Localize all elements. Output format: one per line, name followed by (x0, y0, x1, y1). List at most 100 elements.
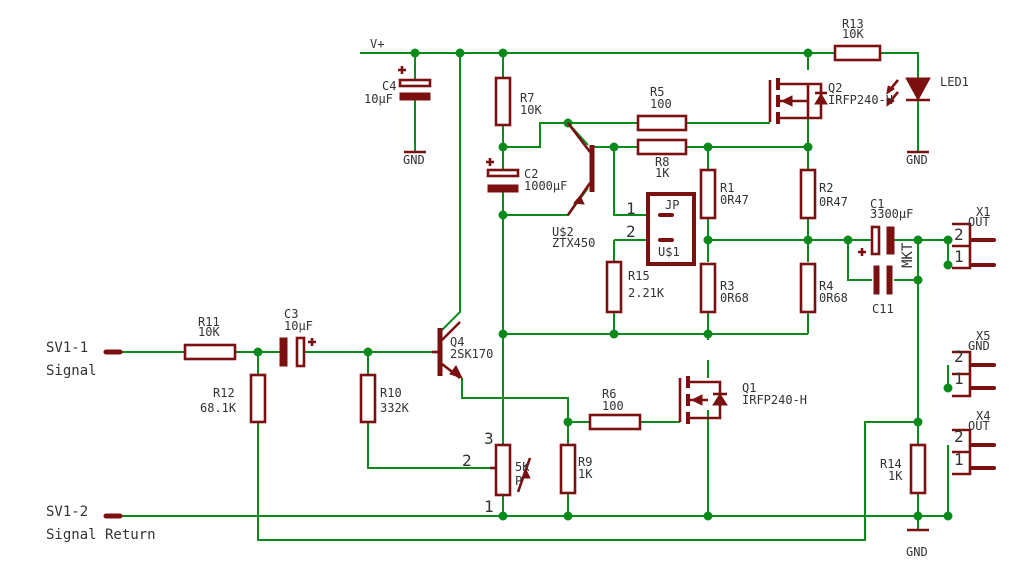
r4-value: 0R68 (819, 291, 848, 305)
sv1-1-desc: Signal (46, 363, 97, 379)
capacitor-c11: C11 MKT (872, 242, 916, 316)
gnd-label-r14: GND (906, 545, 928, 559)
c1-name: C1 (870, 197, 884, 211)
sv1-2-name: SV1-2 (46, 504, 88, 520)
r2-name: R2 (819, 181, 833, 195)
r15-value: 2.21K (628, 286, 665, 300)
r5-name: R5 (650, 85, 664, 99)
resistor-r14: R14 1K (880, 443, 927, 495)
x4-name: X4 (976, 409, 990, 423)
connector-sv1-1: SV1-1 Signal (46, 340, 123, 379)
jp-name: JP (665, 198, 679, 212)
r8-name: R8 (655, 155, 669, 169)
u2-value: ZTX450 (552, 236, 595, 250)
junctions (253, 48, 953, 521)
potentiometer-p1: 3 2 1 5K P (462, 429, 532, 516)
c2-value: 1000µF (524, 179, 567, 193)
p1-value: 5K (515, 460, 530, 474)
q2-name: Q2 (828, 81, 842, 95)
resistor-r5: R5 100 (636, 85, 688, 132)
q4-value: 2SK170 (450, 347, 493, 361)
x5-pin-1: 1 (954, 369, 964, 388)
led-led1: LED1 (886, 75, 969, 107)
transistor-u2: U$2 ZTX450 (552, 122, 595, 250)
x4-pin: OUT (968, 419, 990, 433)
mosfet-q2: Q2 IRFP240-H (768, 78, 893, 124)
connector-sv1-2: SV1-2 Signal Return (46, 504, 156, 543)
c11-value: MKT (900, 242, 916, 268)
q1-name: Q1 (742, 381, 756, 395)
c1-value: 3300µF (870, 207, 913, 221)
r12-value: 68.1K (200, 401, 237, 415)
supply-label: V+ (370, 37, 384, 51)
r1-name: R1 (720, 181, 734, 195)
x5-pin: GND (968, 339, 990, 353)
resistor-r12: R12 68.1K (200, 373, 267, 424)
p1-pin-2: 2 (462, 451, 472, 470)
jp-ref: U$1 (658, 245, 680, 259)
c2-name: C2 (524, 167, 538, 181)
resistor-r1: R1 0R47 (699, 168, 749, 220)
x1-pin: OUT (968, 215, 990, 229)
capacitor-c4: C4 10µF (364, 66, 432, 106)
r14-name: R14 (880, 457, 902, 471)
jumper-jp: JP U$1 1 2 (626, 192, 696, 266)
c4-name: C4 (382, 79, 396, 93)
led1-name: LED1 (940, 75, 969, 89)
resistor-r13: R13 10K (833, 17, 882, 62)
r3-value: 0R68 (720, 291, 749, 305)
jp-pin-2: 2 (626, 222, 636, 241)
r6-name: R6 (602, 387, 616, 401)
r10-value: 332K (380, 401, 410, 415)
mosfet-q1: Q1 IRFP240-H (678, 376, 807, 424)
x4-pin-1: 1 (954, 450, 964, 469)
p1-ref: P (515, 474, 522, 488)
connector-x1: X1 OUT 2 1 (952, 205, 996, 270)
resistor-r7: R7 10K (494, 76, 542, 127)
p1-pin-1: 1 (484, 497, 494, 516)
r9-value: 1K (578, 467, 593, 481)
r13-value: 10K (842, 27, 864, 41)
x4-pin-2: 2 (954, 427, 964, 446)
q1-value: IRFP240-H (742, 393, 807, 407)
r11-name: R11 (198, 315, 220, 329)
x5-pin-2: 2 (954, 347, 964, 366)
resistor-r2: R2 0R47 (799, 168, 848, 220)
resistor-r10: R10 332K (359, 373, 410, 424)
c3-name: C3 (284, 307, 298, 321)
gnd-label-c4: GND (403, 153, 425, 167)
jp-pin-1: 1 (626, 199, 636, 218)
r7-value: 10K (520, 103, 542, 117)
connector-x4: X4 OUT 2 1 (952, 409, 996, 476)
r14-value: 1K (888, 469, 903, 483)
resistor-r11: R11 10K (183, 315, 237, 361)
r15-name: R15 (628, 269, 650, 283)
x5-name: X5 (976, 329, 990, 343)
resistor-r9: R9 1K (559, 443, 593, 495)
r11-value: 10K (198, 325, 220, 339)
r13-name: R13 (842, 17, 864, 31)
q2-value: IRFP240-H (828, 93, 893, 107)
r1-value: 0R47 (720, 193, 749, 207)
r4-name: R4 (819, 279, 833, 293)
r2-value: 0R47 (819, 195, 848, 209)
p1-pin-3: 3 (484, 429, 494, 448)
c3-value: 10µF (284, 319, 313, 333)
connector-x5: X5 GND 2 1 (952, 329, 996, 398)
resistor-r4: R4 0R68 (799, 262, 848, 314)
r9-name: R9 (578, 455, 592, 469)
r5-value: 100 (650, 97, 672, 111)
capacitor-c2: C2 1000µF (486, 158, 567, 193)
capacitor-c3: C3 10µF (279, 307, 316, 368)
capacitor-c1: C1 3300µF (858, 197, 913, 256)
gnd-label-led: GND (906, 153, 928, 167)
resistor-r6: R6 100 (588, 387, 642, 431)
r7-name: R7 (520, 91, 534, 105)
resistor-r3: R3 0R68 (699, 262, 749, 314)
c11-name: C11 (872, 302, 894, 316)
sv1-1-name: SV1-1 (46, 340, 88, 356)
resistor-r15: R15 2.21K (605, 260, 665, 314)
x1-pin-1: 1 (954, 247, 964, 266)
x1-pin-2: 2 (954, 225, 964, 244)
r12-name: R12 (213, 386, 235, 400)
